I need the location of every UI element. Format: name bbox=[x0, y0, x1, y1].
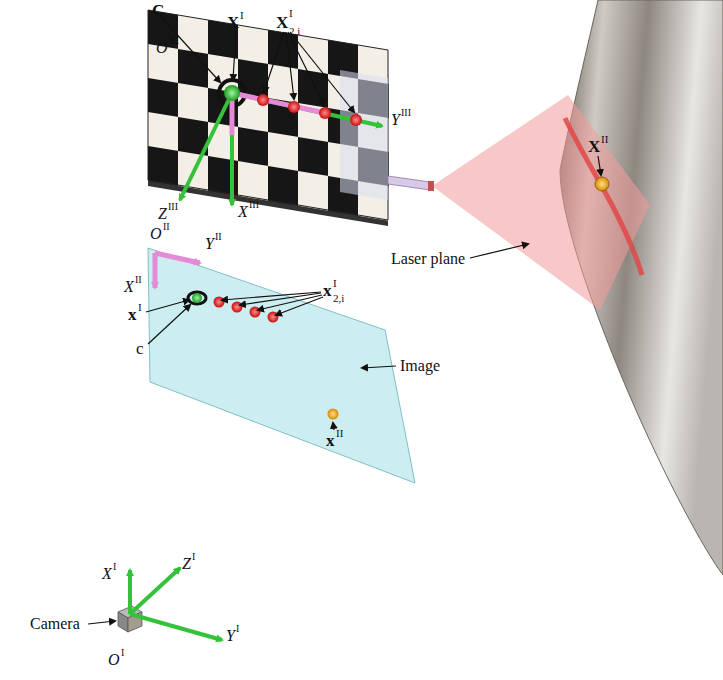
axis-label: Y bbox=[205, 236, 214, 252]
circle-label: C bbox=[152, 2, 164, 19]
superscript: III bbox=[401, 108, 411, 118]
superscript: III bbox=[168, 202, 178, 212]
axis-label: X bbox=[238, 204, 248, 220]
superscript: II bbox=[135, 275, 142, 285]
axis-label: Y bbox=[391, 112, 400, 128]
axis-label: X bbox=[124, 279, 134, 295]
callout-text: Camera bbox=[30, 616, 80, 632]
checker-cell bbox=[298, 171, 329, 211]
superscript: III bbox=[169, 36, 179, 46]
axis-label: Z bbox=[158, 206, 167, 222]
checker-cell bbox=[238, 127, 269, 167]
superscript: I bbox=[138, 302, 142, 313]
subscript: 2,i bbox=[289, 26, 300, 37]
circle-label: c bbox=[136, 340, 144, 357]
checker-cell bbox=[178, 49, 209, 89]
superscript: I bbox=[192, 552, 195, 562]
superscript: II bbox=[336, 428, 343, 439]
checker-cell bbox=[298, 137, 329, 177]
point-label: x bbox=[128, 306, 137, 323]
superscript: I bbox=[236, 624, 239, 634]
checker-cell bbox=[208, 156, 239, 196]
axis-label: Z bbox=[182, 556, 191, 572]
superscript: I bbox=[240, 10, 244, 21]
checker-cell bbox=[268, 132, 299, 172]
axis-label: Y bbox=[226, 628, 235, 644]
point-label: X bbox=[227, 14, 239, 31]
checker-cell bbox=[238, 25, 269, 65]
axis-label: X bbox=[102, 566, 112, 582]
subscript: 2,i bbox=[333, 293, 344, 304]
checker-cell bbox=[178, 83, 209, 123]
callout-text: Laser plane bbox=[391, 251, 465, 267]
checker-cell bbox=[148, 112, 179, 152]
checker-cell bbox=[298, 35, 329, 75]
point-label: X bbox=[276, 14, 288, 31]
point-label: x bbox=[323, 282, 332, 299]
checker-cell bbox=[268, 166, 299, 206]
axis-label: O bbox=[156, 40, 168, 56]
superscript: I bbox=[113, 562, 116, 572]
axis-label: O bbox=[150, 226, 162, 242]
checker-cell bbox=[148, 78, 179, 118]
checker-cell bbox=[238, 161, 269, 201]
point-label: X bbox=[588, 138, 600, 155]
superscript: I bbox=[333, 278, 337, 289]
checker-cell bbox=[148, 146, 179, 186]
superscript: II bbox=[215, 232, 222, 242]
superscript: I bbox=[121, 648, 124, 658]
superscript: I bbox=[289, 8, 293, 19]
callout-text: Image bbox=[400, 358, 440, 374]
axis-label: O bbox=[108, 652, 120, 668]
superscript: II bbox=[163, 222, 170, 232]
superscript: III bbox=[249, 200, 259, 210]
superscript: II bbox=[601, 134, 608, 145]
point-label: x bbox=[326, 432, 335, 449]
checker-cell bbox=[178, 15, 209, 55]
